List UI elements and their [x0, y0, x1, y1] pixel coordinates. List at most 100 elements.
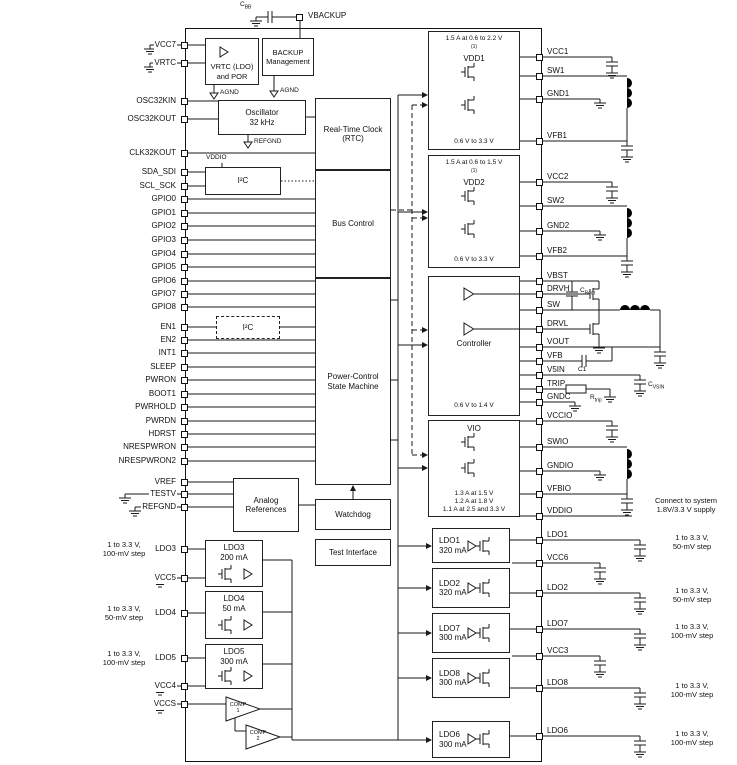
- arrow-icon: [422, 92, 428, 98]
- pin-label-LDO6: LDO6: [547, 726, 568, 735]
- capacitor-icon: [566, 291, 578, 297]
- pin-LDO4: [181, 609, 188, 617]
- ldo6-step-annotation: 1 to 3.3 V,100-mV step: [670, 729, 714, 747]
- ground-icon: [634, 748, 646, 758]
- arrow-icon: [422, 342, 428, 348]
- pin-label-VBST: VBST: [547, 271, 568, 280]
- vddio-supply-label: VDDIO: [206, 154, 227, 161]
- pin-label-SWIO: SWIO: [547, 437, 569, 446]
- block-test-interface: Test Interface: [315, 539, 391, 566]
- ldo2-current: 320 mA: [439, 588, 467, 597]
- pin-VCC1: [536, 53, 543, 61]
- mosfet-icon: [461, 433, 475, 451]
- pin-label-LDO8: LDO8: [547, 678, 568, 687]
- ldo5-current: 300 mA: [220, 656, 248, 666]
- ldo7-name: LDO7: [439, 623, 460, 633]
- comparator-icon: [245, 724, 282, 750]
- pin-label-GNDIO: GNDIO: [547, 461, 574, 470]
- pin-LDO5: [181, 654, 188, 662]
- ground-icon: [621, 268, 633, 278]
- ground-icon: [594, 99, 606, 109]
- pin-EN1: [181, 323, 188, 331]
- pin-VCCS: [181, 700, 188, 708]
- pin-V5IN: [536, 371, 543, 379]
- pin-VCC4: [181, 682, 188, 690]
- pin-VDDIO: [536, 512, 543, 520]
- ldo6-current: 300 mA: [439, 739, 467, 749]
- ground-icon: [634, 605, 646, 615]
- ground-icon: [621, 506, 633, 516]
- amp-icon: [467, 672, 477, 684]
- pin-LDO1: [536, 536, 543, 544]
- pin-label-DRVH: DRVH: [547, 284, 570, 293]
- ground-icon: [144, 45, 156, 55]
- pin-label-GPIO0: GPIO0: [150, 194, 177, 204]
- pin-SW2: [536, 202, 543, 210]
- pin-label-DRVL: DRVL: [547, 319, 569, 328]
- pin-label-GPIO5: GPIO5: [150, 262, 177, 272]
- arrow-icon: [426, 675, 432, 681]
- pin-GPIO4: [181, 250, 188, 258]
- pin-label-VCC3: VCC3: [547, 646, 569, 655]
- pin-label-LDO7: LDO7: [547, 619, 568, 628]
- capacitor-icon: [594, 660, 606, 668]
- pin-VCC7: [181, 41, 188, 49]
- pin-GPIO6: [181, 277, 188, 285]
- ground-icon: [634, 552, 646, 562]
- amp-icon: [467, 540, 477, 552]
- backup-label-1: BACKUP: [272, 47, 304, 57]
- pin-EN2: [181, 336, 188, 344]
- dotted-wires: [280, 180, 315, 328]
- amp-icon: [467, 627, 477, 639]
- pin-VBACKUP: [296, 14, 303, 21]
- ldo4-name: LDO4: [223, 594, 245, 603]
- amp-icon: [243, 568, 253, 580]
- pin-SCL_SCK: [181, 182, 188, 190]
- pin-GPIO0: [181, 195, 188, 203]
- ldo4-step-annotation: 1 to 3.3 V,50-mV step: [104, 604, 144, 622]
- controller-range: 0.6 V to 1.4 V: [454, 402, 494, 409]
- pin-VBST: [536, 277, 543, 285]
- amp-icon: [463, 322, 475, 336]
- ldo2-name: LDO2: [439, 578, 460, 588]
- capacitor-icon: [606, 425, 618, 433]
- pcsm-label: Power-Control State Machine: [327, 372, 379, 391]
- refgnd-label: REFGND: [254, 138, 282, 145]
- pin-VFB: [536, 357, 543, 365]
- pin-NRESPWRON: [181, 443, 188, 451]
- ground-icon: [606, 194, 618, 204]
- arrow-icon: [426, 543, 432, 549]
- pin-PWRON: [181, 376, 188, 384]
- pin-label-GPIO1: GPIO1: [150, 208, 177, 218]
- pin-label-VCC6: VCC6: [547, 553, 569, 562]
- pin-label-VFB: VFB: [547, 351, 563, 360]
- mosfet-icon: [461, 459, 475, 477]
- ground-icon: [593, 344, 605, 354]
- mosfet-icon: [476, 537, 490, 555]
- capacitor-icon: [634, 379, 646, 387]
- pin-OSC32KOUT: [181, 115, 188, 123]
- amp-icon: [219, 46, 229, 58]
- amp-icon: [463, 287, 475, 301]
- pin-SLEEP: [181, 363, 188, 371]
- test-interface-label: Test Interface: [328, 547, 378, 557]
- block-ldo6: LDO6 300 mA: [432, 721, 510, 758]
- cvsin-label: CVSIN: [648, 381, 665, 391]
- arrow-icon: [422, 327, 428, 333]
- pin-label-VREF: VREF: [153, 477, 177, 487]
- pin-label-V5IN: V5IN: [547, 365, 565, 374]
- pin-DRVH: [536, 290, 543, 298]
- pin-label-LDO5: LDO5: [154, 653, 177, 663]
- agnd-label-1: AGND: [220, 89, 239, 96]
- amp-icon: [243, 670, 253, 682]
- pin-TESTV: [181, 490, 188, 498]
- pin-label-TRIP: TRIP: [547, 379, 566, 388]
- pin-INT1: [181, 349, 188, 357]
- mosfet-icon: [586, 320, 600, 338]
- pin-label-VDDIO: VDDIO: [547, 506, 573, 515]
- pin-GPIO2: [181, 222, 188, 230]
- block-vrtc-por: VRTC (LDO) and POR: [205, 38, 259, 85]
- pin-VCCIO: [536, 417, 543, 425]
